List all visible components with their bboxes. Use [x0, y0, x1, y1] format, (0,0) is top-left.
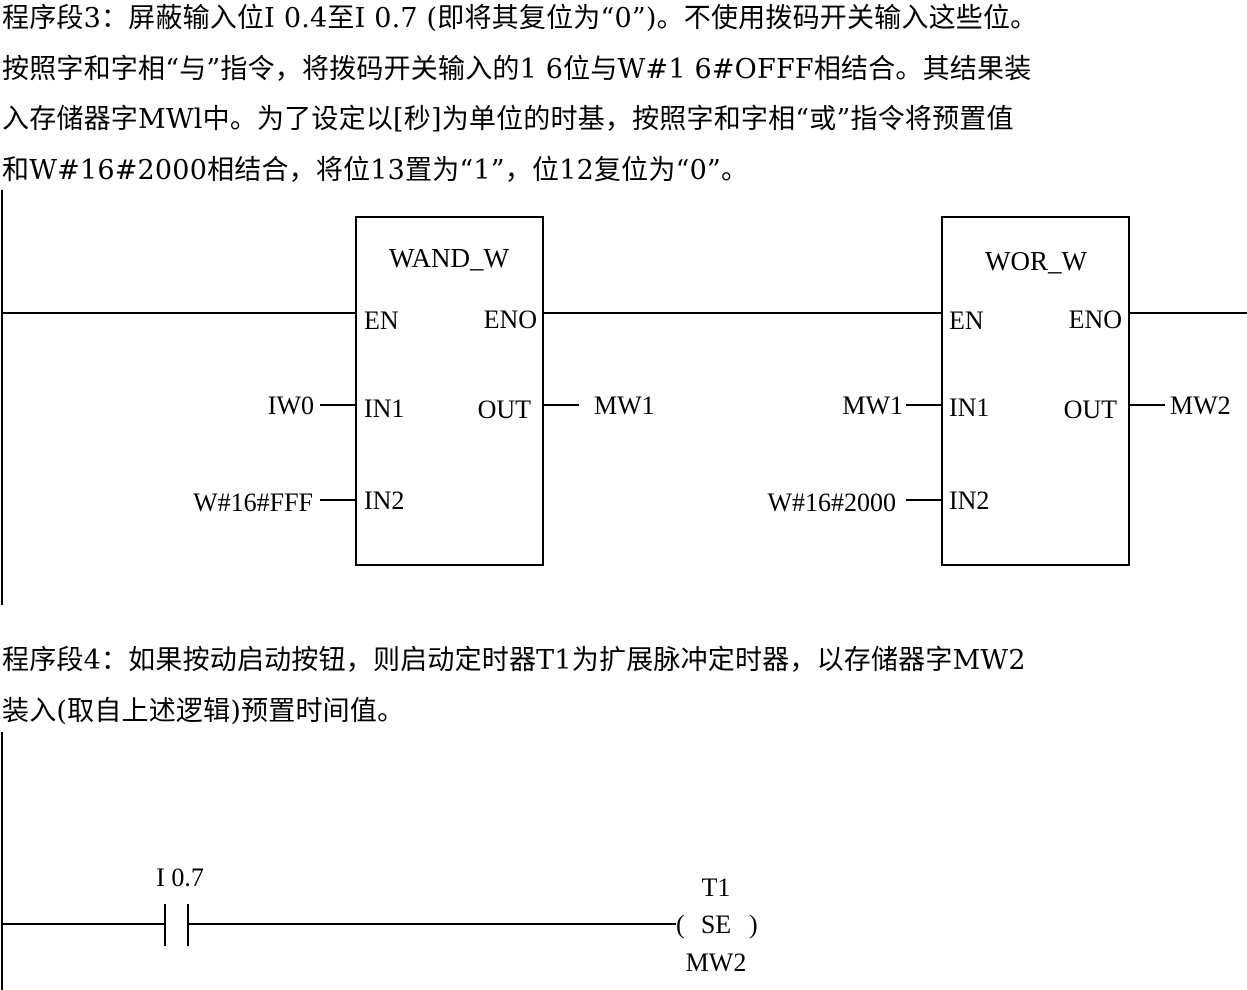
network3-line-2: 按照字和字相“与”指令，将拨码开关输入的1 6位与W#1 6#OFFF相结合。其…: [2, 53, 1032, 85]
network3-line-4: 和W#16#2000相结合，将位13置为“1”，位12复位为“0”。: [2, 154, 749, 186]
coil-operand: MW2: [686, 948, 747, 977]
wand-w-block: [355, 216, 544, 566]
wor-in1-pin: IN1: [949, 393, 989, 422]
network4-description: 程序段4：如果按动启动按钮，则启动定时器T1为扩展脉冲定时器，以存储器字MW2 …: [2, 636, 1026, 737]
coil-name: T1: [702, 873, 731, 902]
wand-in1-operand: IW0: [268, 391, 314, 420]
coil-right-paren: ): [749, 910, 758, 939]
wor-en-pin: EN: [949, 306, 984, 335]
wor-out-operand: MW2: [1170, 391, 1231, 420]
wand-w-title: WAND_W: [389, 243, 509, 273]
wor-out-pin: OUT: [1064, 395, 1118, 424]
network3-line-3: 入存储器字MWl中。为了设定以[秒]为单位的时基，按照字和字相“或”指令将预置值: [2, 104, 1014, 135]
wor-w-title: WOR_W: [985, 246, 1087, 276]
coil-type: SE: [701, 910, 731, 939]
wor-in2-operand: W#16#2000: [767, 488, 896, 517]
wor-w-block: [941, 216, 1130, 566]
wand-in1-pin: IN1: [364, 394, 404, 423]
wand-eno-pin: ENO: [484, 305, 537, 334]
wand-out-operand: MW1: [594, 391, 655, 420]
network3-description: 程序段3：屏蔽输入位I 0.4至I 0.7 (即将其复位为“0”)。不使用拨码开…: [2, 0, 1037, 196]
network4-line-1: 程序段4：如果按动启动按钮，则启动定时器T1为扩展脉冲定时器，以存储器字MW2: [2, 645, 1026, 676]
wor-in1-operand: MW1: [842, 391, 903, 420]
wand-in2-pin: IN2: [364, 486, 404, 515]
wor-eno-pin: ENO: [1069, 305, 1122, 334]
coil-left-paren: (: [676, 910, 685, 939]
wand-out-pin: OUT: [478, 395, 532, 424]
contact-label: I 0.7: [156, 863, 204, 892]
network4-line-2: 装入(取自上述逻辑)预置时间值。: [2, 695, 405, 727]
wand-in2-operand: W#16#FFF: [193, 488, 313, 517]
wor-in2-pin: IN2: [949, 486, 989, 515]
network3-line-1: 程序段3：屏蔽输入位I 0.4至I 0.7 (即将其复位为“0”)。不使用拨码开…: [2, 3, 1038, 34]
wand-en-pin: EN: [364, 306, 399, 335]
